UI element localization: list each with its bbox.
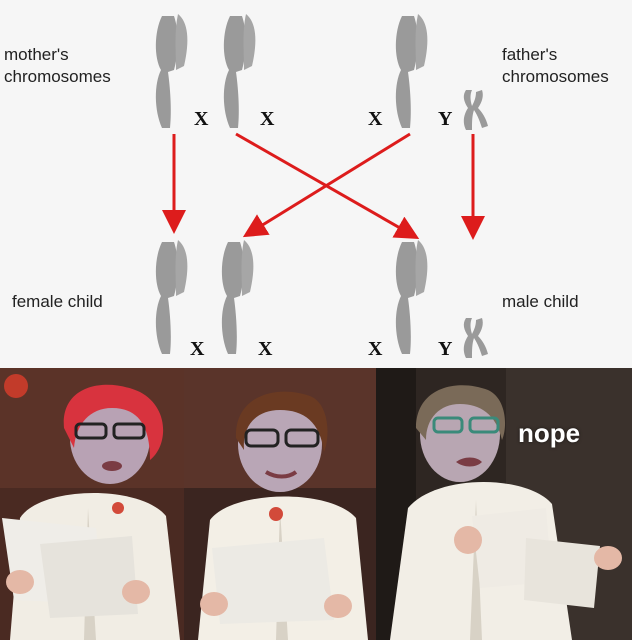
father-y-chromosome [463,90,488,130]
letter-x: X [258,338,273,360]
letter-x: X [190,338,205,360]
woman-tearing-papers-image [376,368,632,640]
mother-label-line1: mother's [4,45,69,64]
mother-x-chromosome-2 [223,14,256,128]
meme-panel-3: nope [376,368,632,640]
letter-x: X [194,108,209,130]
woman-reading-papers-smirk-image [184,368,376,640]
meme-panel-2 [184,368,376,640]
letter-x: X [368,108,383,130]
chromosome-inheritance-diagram: mother's chromosomes father's chromosome… [4,14,609,360]
mother-label-line2: chromosomes [4,67,111,86]
meme-photo-strip: nope [0,368,632,640]
letter-x: X [260,108,275,130]
female-child-label: female child [12,292,103,311]
woman-reading-papers-image [0,368,184,640]
male-child-y-chromosome [463,318,488,358]
inheritance-arrows [162,132,485,240]
father-label-line1: father's [502,45,558,64]
father-chromosomes-label: father's chromosomes [502,44,609,88]
nope-caption: nope [518,418,581,448]
letter-y: Y [438,108,453,130]
female-child-x-chromosome-1 [155,240,188,354]
letter-x: X [368,338,383,360]
male-child-label: male child [502,292,579,311]
male-child-x-chromosome [395,240,428,354]
arrow-father-x-to-female [242,132,411,238]
letter-y: Y [438,338,453,360]
father-x-chromosome [395,14,428,128]
father-label-line2: chromosomes [502,67,609,86]
meme-panel-1 [0,368,184,640]
female-child-x-chromosome-2 [221,240,254,354]
mother-chromosomes-label: mother's chromosomes [4,44,111,88]
mother-x-chromosome-1 [155,14,188,128]
